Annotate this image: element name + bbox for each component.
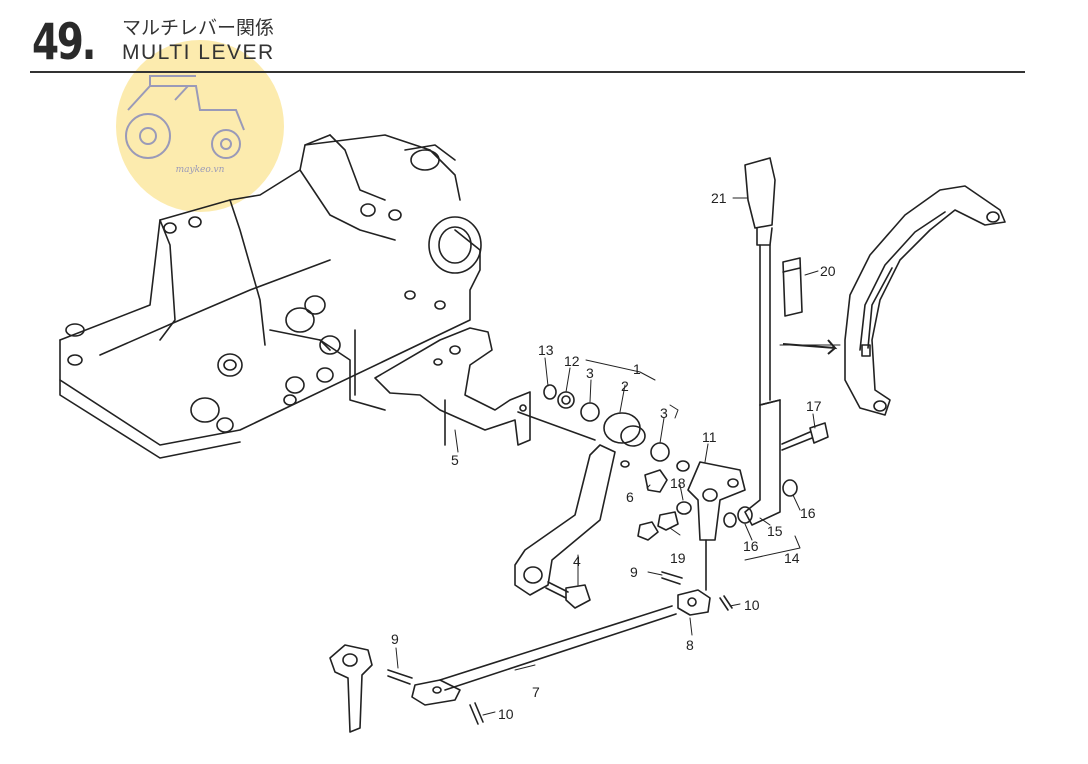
part-1-lever-arm — [514, 411, 646, 596]
callout-16b: 16 — [743, 538, 759, 554]
section-number: 49. — [32, 13, 96, 71]
callout-18: 18 — [670, 475, 686, 491]
callout-7: 7 — [532, 684, 540, 700]
title-japanese: マルチレバー関係 — [122, 17, 275, 39]
callout-2: 2 — [621, 378, 629, 394]
callout-19: 19 — [670, 550, 686, 566]
callout-3a: 3 — [586, 365, 594, 381]
part-11-clevis — [687, 461, 746, 591]
callout-1: 1 — [633, 361, 641, 377]
callout-9b: 9 — [391, 631, 399, 647]
callout-4: 4 — [573, 553, 581, 569]
title-english: MULTI LEVER — [122, 41, 275, 64]
transmission-housing — [59, 134, 482, 459]
callout-14: 14 — [784, 550, 800, 566]
header-divider — [30, 71, 1025, 73]
callout-10a: 10 — [744, 597, 760, 613]
watermark-text: maykeo.vn — [175, 165, 225, 175]
part-17-bolt — [781, 422, 829, 451]
callout-9a: 9 — [630, 564, 638, 580]
parts-washers — [543, 384, 690, 472]
part-5-bracket — [374, 327, 531, 446]
leader-lines — [395, 197, 841, 716]
arrow-to-guide — [782, 339, 838, 355]
callout-10b: 10 — [498, 706, 514, 722]
part-20-block — [782, 257, 803, 317]
callout-16a: 16 — [800, 505, 816, 521]
page-header: 49. マルチレバー関係 MULTI LEVER — [30, 14, 1030, 76]
callout-20: 20 — [820, 263, 836, 279]
callout-8: 8 — [686, 637, 694, 653]
callout-6: 6 — [626, 489, 634, 505]
callout-17: 17 — [806, 398, 822, 414]
part-4-bolt — [545, 581, 591, 609]
guide-plate — [844, 185, 1006, 416]
part-7-rod — [411, 605, 677, 706]
callout-3b: 3 — [660, 405, 668, 421]
callout-15: 15 — [767, 523, 783, 539]
callout-21: 21 — [711, 190, 727, 206]
callout-12: 12 — [564, 353, 580, 369]
callout-13: 13 — [538, 342, 554, 358]
parts-bushes — [723, 479, 798, 528]
part-21-main-lever — [744, 157, 781, 526]
lower-arm — [329, 644, 484, 733]
callout-11: 11 — [702, 429, 717, 445]
part-8-joint — [661, 571, 733, 616]
callout-5: 5 — [451, 452, 459, 468]
